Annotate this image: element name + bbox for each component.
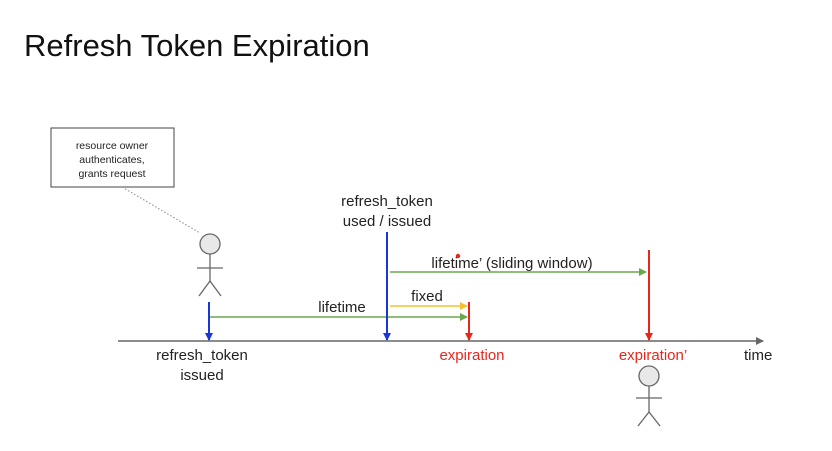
- expiration-prime-label: expiration’: [619, 347, 687, 364]
- expiration-label: expiration: [439, 347, 504, 364]
- fixed-label: fixed: [411, 288, 443, 305]
- callout-line-1: resource owner: [76, 140, 149, 152]
- issued-label-line-1: refresh_token: [156, 347, 248, 364]
- person-icon: [197, 233, 223, 297]
- callout-line-2: authenticates,: [79, 154, 144, 166]
- red-dot: [455, 253, 461, 259]
- used-label-line-1: refresh_token: [341, 193, 433, 210]
- issued-label-line-2: issued: [180, 367, 223, 384]
- used-label-line-2: used / issued: [343, 213, 431, 230]
- person-icon-2: [636, 365, 662, 427]
- callout-line-3: grants request: [78, 168, 145, 180]
- callout-connector: [121, 186, 201, 234]
- callout-box: [50, 127, 175, 188]
- page-title: Refresh Token Expiration: [24, 28, 370, 63]
- sliding-window-label: lifetime’ (sliding window): [431, 255, 592, 272]
- time-label: time: [744, 347, 772, 364]
- lifetime-label: lifetime: [318, 299, 366, 316]
